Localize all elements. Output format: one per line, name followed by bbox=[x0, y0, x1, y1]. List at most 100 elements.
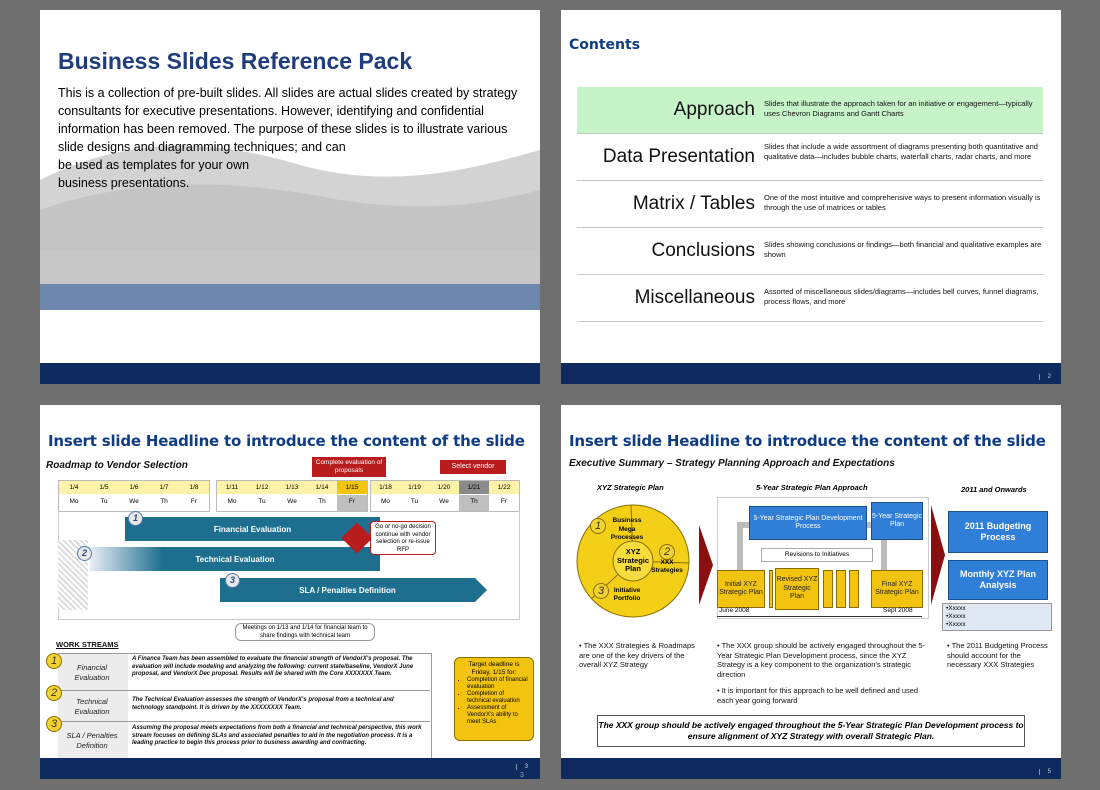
date-cell: 1/6 bbox=[129, 484, 139, 491]
workstreams-title: WORK STREAMS bbox=[56, 640, 119, 649]
x-item: •Xxxxx bbox=[946, 605, 966, 612]
table-row: SLA / Penalties Definition Assuming the … bbox=[58, 721, 430, 762]
day-cell: Mo bbox=[69, 498, 79, 505]
date-cell: 1/21 bbox=[467, 484, 481, 491]
slide-footer bbox=[40, 363, 540, 384]
wave-decoration bbox=[40, 145, 540, 250]
bar-technical[interactable]: Technical Evaluation bbox=[90, 547, 380, 571]
bullet-text: • The 2011 Budgeting Process should acco… bbox=[947, 641, 1048, 669]
grey-band bbox=[40, 248, 540, 284]
target-item: Completion of technical evaluation bbox=[467, 691, 529, 705]
conclusion-box: The XXX group should be actively engaged… bbox=[597, 715, 1025, 747]
day-cell: We bbox=[287, 498, 297, 505]
date-cell: 1/11 bbox=[225, 484, 239, 491]
bar-label: Technical Evaluation bbox=[195, 554, 275, 564]
contents-label: Data Presentation bbox=[602, 146, 755, 167]
step-number: 2 bbox=[77, 546, 92, 561]
step-number: 1 bbox=[128, 511, 143, 526]
timeline-start: June 2008 bbox=[719, 607, 750, 614]
box-step bbox=[823, 570, 833, 608]
stream-number: 3 bbox=[46, 716, 62, 732]
contents-row-approach[interactable]: Approach Slides that illustrate the appr… bbox=[577, 87, 1043, 134]
stream-desc: A Finance Team has been assembled to eva… bbox=[132, 656, 414, 677]
slide-footer: 5 bbox=[561, 758, 1061, 779]
wheel-number: 3 bbox=[593, 583, 609, 599]
date-cell: 1/12 bbox=[255, 484, 269, 491]
intro-text: This is a collection of pre-built slides… bbox=[58, 86, 518, 190]
slide-title[interactable]: Business Slides Reference Pack This is a… bbox=[40, 10, 540, 384]
wheel-label: XXX Strategies bbox=[651, 558, 683, 575]
slide-footer: 3 3 bbox=[40, 758, 540, 779]
date-cell: 1/4 bbox=[69, 484, 79, 491]
contents-label: Miscellaneous bbox=[634, 287, 755, 308]
wheel-center: XYZ Strategic Plan bbox=[616, 547, 650, 574]
stream-name: SLA / Penalties Definition bbox=[66, 731, 118, 750]
timeline-line bbox=[717, 616, 922, 617]
stream-desc: Assuming the proposal meets expectations… bbox=[132, 725, 422, 746]
contents-desc: Slides showing conclusions or findings—b… bbox=[764, 240, 1042, 259]
contents-row-misc[interactable]: Miscellaneous Assorted of miscellaneous … bbox=[577, 275, 1043, 322]
date-cell: 1/14 bbox=[315, 484, 329, 491]
day-cell: Tu bbox=[258, 498, 266, 505]
bar-financial[interactable]: Financial Evaluation bbox=[125, 517, 380, 541]
date-cell: 1/5 bbox=[99, 484, 109, 491]
calendar-week-1: 1/4 1/5 1/6 1/7 1/8 Mo Tu We Th Fr bbox=[58, 480, 210, 512]
table-row: Financial Evaluation A Finance Team has … bbox=[58, 653, 430, 690]
wheel-label: Initiative Portfolio bbox=[613, 586, 641, 603]
wheel-number: 1 bbox=[590, 518, 606, 534]
stream-desc: The Technical Evaluation assesses the st… bbox=[132, 697, 394, 711]
chevron-right-icon bbox=[931, 505, 945, 605]
step-number: 3 bbox=[225, 573, 240, 588]
slide-roadmap[interactable]: Insert slide Headline to introduce the c… bbox=[40, 405, 540, 779]
slide-executive-summary[interactable]: Insert slide Headline to introduce the c… bbox=[561, 405, 1061, 779]
slide-headline: Insert slide Headline to introduce the c… bbox=[569, 432, 1046, 450]
decision-callout: Go or no-go decision continue with vendo… bbox=[370, 521, 436, 555]
bullet-1: The XXX Strategies & Roadmaps are one of… bbox=[579, 641, 695, 669]
slide-footer: 2 bbox=[561, 363, 1061, 384]
day-cell: We bbox=[439, 498, 449, 505]
box-step bbox=[836, 570, 846, 608]
contents-row-matrix[interactable]: Matrix / Tables One of the most intuitiv… bbox=[577, 181, 1043, 228]
callout-proposals: Complete evaluation of proposals bbox=[312, 457, 386, 477]
bullet-text: • It is important for this approach to b… bbox=[717, 686, 919, 705]
stream-name: Financial Evaluation bbox=[74, 663, 110, 682]
target-deadline-box: Target deadline is Friday, 1/15 for: Com… bbox=[454, 657, 534, 741]
calendar-week-2: 1/11 1/12 1/13 1/14 1/15 Mo Tu We Th Fr bbox=[216, 480, 368, 512]
bar-arrowhead bbox=[475, 578, 487, 602]
box-5yr-plan: 5-Year Strategic Plan bbox=[871, 502, 923, 540]
x-item: •Xxxxx bbox=[946, 613, 966, 620]
contents-label: Matrix / Tables bbox=[632, 193, 755, 214]
contents-row-data[interactable]: Data Presentation Slides that include a … bbox=[577, 134, 1043, 181]
x-item: •Xxxxx bbox=[946, 621, 966, 628]
col-header: 2011 and Onwards bbox=[961, 485, 1027, 494]
slide-contents[interactable]: Contents Approach Slides that illustrate… bbox=[561, 10, 1061, 384]
box-step bbox=[769, 570, 773, 608]
box-final-plan: Final XYZ Strategic Plan bbox=[871, 570, 923, 608]
box-budgeting: 2011 Budgeting Process bbox=[948, 511, 1048, 553]
table-row: Technical Evaluation The Technical Evalu… bbox=[58, 690, 430, 722]
target-title: Target deadline is Friday, 1/15 for: bbox=[468, 661, 520, 676]
day-cell: Th bbox=[470, 498, 478, 505]
target-item: Assessment of VendorX's ability to meet … bbox=[467, 705, 529, 726]
slide-headline: Insert slide Headline to introduce the c… bbox=[48, 432, 525, 450]
bar-sla[interactable]: SLA / Penalties Definition bbox=[220, 578, 475, 602]
page-number: 2 bbox=[1038, 374, 1051, 380]
date-cell: 1/20 bbox=[437, 484, 451, 491]
bullet-text: • The XXX Strategies & Roadmaps are one … bbox=[579, 641, 695, 669]
contents-row-conclusions[interactable]: Conclusions Slides showing conclusions o… bbox=[577, 228, 1043, 275]
contents-desc: Assorted of miscellaneous slides/diagram… bbox=[764, 287, 1039, 306]
col-header: XYZ Strategic Plan bbox=[597, 483, 664, 492]
slide-subtitle: Executive Summary – Strategy Planning Ap… bbox=[569, 458, 895, 469]
box-revised-plan: Revised XYZ Strategic Plan bbox=[775, 568, 819, 610]
box-initial-plan: Initial XYZ Strategic Plan bbox=[717, 570, 765, 608]
page-number: 3 bbox=[515, 764, 528, 770]
day-cell: Th bbox=[160, 498, 168, 505]
bullet-3: The 2011 Budgeting Process should accoun… bbox=[947, 641, 1048, 669]
bullet-2b: It is important for this approach to be … bbox=[717, 686, 919, 705]
day-cell: Tu bbox=[100, 498, 108, 505]
day-cell: We bbox=[129, 498, 139, 505]
date-cell: 1/19 bbox=[408, 484, 421, 491]
day-cell: Mo bbox=[380, 498, 391, 505]
callout-vendor: Select vendor bbox=[440, 460, 506, 474]
meetings-callout: Meetings on 1/13 and 1/14 for financial … bbox=[235, 623, 375, 641]
